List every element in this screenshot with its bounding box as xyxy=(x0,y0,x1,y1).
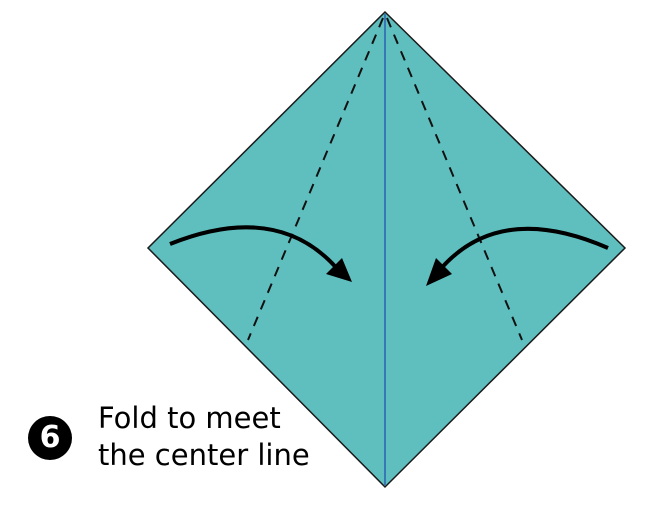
step-number-badge: 6 xyxy=(28,416,72,460)
instruction-line-2: the center line xyxy=(98,438,310,472)
folded-paper-kite xyxy=(146,10,627,489)
step-instruction: Fold to meet the center line xyxy=(98,400,310,474)
right-arrowhead-icon xyxy=(426,258,452,286)
left-arrowhead-icon xyxy=(326,258,352,282)
instruction-line-1: Fold to meet xyxy=(98,401,281,435)
left-fold-line xyxy=(247,17,384,341)
right-fold-arrow-icon xyxy=(436,226,609,274)
step-number: 6 xyxy=(39,420,61,455)
left-fold-arrow-icon xyxy=(169,225,342,274)
right-fold-line xyxy=(386,17,523,341)
